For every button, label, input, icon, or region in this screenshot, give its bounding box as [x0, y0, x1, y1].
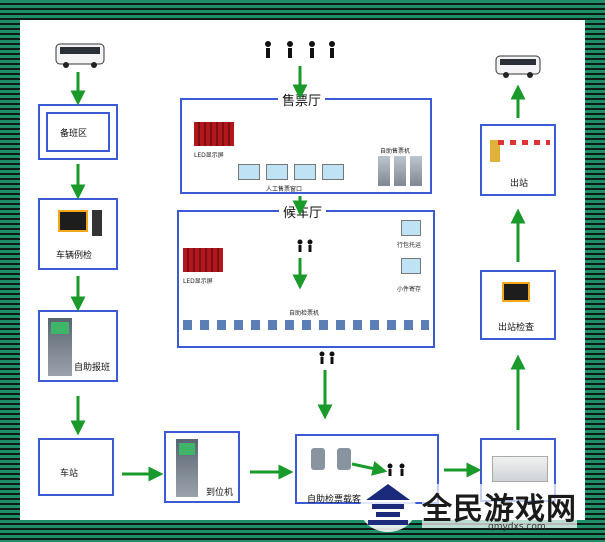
standby-area-node: 备班区 — [38, 104, 118, 160]
exit-node: 出站 — [480, 124, 556, 196]
ticket-machine-icon — [378, 156, 390, 186]
arrival-node: 到位机 — [164, 431, 240, 503]
parcel-label: 小件寄存 — [397, 286, 422, 293]
ticket-machine-icon — [394, 156, 406, 186]
computer-icon — [502, 282, 530, 302]
monitor-icon — [401, 258, 421, 274]
ticket-window-label: 人工售票窗口 — [266, 186, 303, 193]
led-screen-icon — [194, 122, 234, 146]
gate-icon — [311, 448, 325, 470]
bus-icon — [495, 55, 541, 78]
flow-arrows — [70, 66, 526, 482]
led-screen-icon — [183, 248, 223, 272]
ticket-machine-label: 自助售票机 — [380, 148, 411, 155]
gate-row-label: 自助检票机 — [289, 310, 320, 317]
printer-icon — [492, 456, 548, 482]
self-ticket-check-label: 自助检票载客 — [307, 495, 362, 505]
ticket-machine-icon — [410, 156, 422, 186]
gate-icon — [337, 448, 351, 470]
tower-icon — [92, 210, 102, 236]
computer-icon — [58, 210, 88, 232]
exit-check-node: 出站检查 — [480, 270, 556, 340]
passengers-icon — [265, 41, 335, 58]
ticket-hall: 售票厅 LED显示屏 人工售票窗口 自助售票机 — [180, 90, 432, 194]
waiting-hall-bottom-line — [177, 346, 435, 348]
self-report-label: 自助报班 — [74, 363, 111, 373]
monitor-icon — [294, 164, 316, 180]
vehicle-inspection-node: 车辆例检 — [38, 198, 118, 270]
monitor-icon — [238, 164, 260, 180]
barrier-gate-icon — [490, 140, 500, 162]
barrier-arm-icon — [498, 140, 550, 145]
ticket-hall-title: 售票厅 — [278, 90, 326, 109]
station-label: 车站 — [60, 469, 79, 479]
exit-label: 出站 — [510, 179, 529, 189]
watermark-url: qmydxs.com — [488, 522, 546, 532]
kiosk-screen-icon — [179, 443, 195, 455]
bus-icon — [55, 43, 105, 68]
ticket-hall-led-label: LED显示屏 — [194, 152, 224, 159]
monitor-icon — [322, 164, 344, 180]
watermark-logo-icon — [360, 484, 416, 532]
kiosk-screen-icon — [51, 322, 69, 334]
watermark: 全民游戏网 qmydxs.com — [358, 478, 598, 538]
monitor-icon — [401, 220, 421, 236]
standby-area-label: 备班区 — [60, 129, 88, 139]
vehicle-inspection-label: 车辆例检 — [56, 251, 93, 261]
station-node: 车站 — [38, 438, 114, 496]
ticket-gate-row — [183, 320, 429, 330]
watermark-text: 全民游戏网 — [422, 484, 577, 528]
exit-check-label: 出站检查 — [498, 323, 535, 333]
waiting-hall-led-label: LED显示屏 — [183, 278, 213, 285]
passengers-icon — [297, 239, 405, 476]
luggage-label: 行包托运 — [397, 242, 422, 249]
arrival-label: 到位机 — [206, 488, 234, 498]
monitor-icon — [266, 164, 288, 180]
